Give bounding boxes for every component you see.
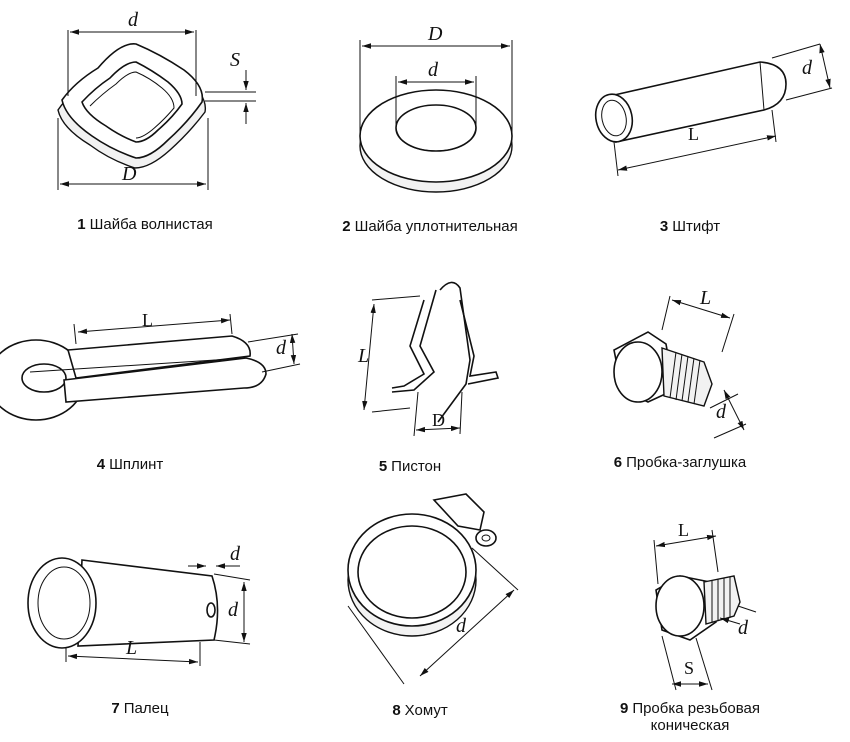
caption-number: 5	[378, 458, 388, 475]
sealing-washer-drawing: D d	[359, 23, 513, 193]
cotter-pin-drawing: L d	[0, 310, 301, 421]
dim-L-label: L	[125, 637, 137, 659]
caption-label: Пробка-заглушка	[626, 454, 747, 471]
caption-number: 8	[392, 702, 401, 719]
caption-label: Пробка резьбовая	[632, 700, 761, 717]
dim-D-label: D	[427, 23, 443, 45]
piston-clip-drawing: L D	[357, 281, 500, 437]
caption-label: Шайба волнистая	[89, 216, 213, 233]
caption-number: 4	[96, 456, 106, 473]
caption-number: 2	[342, 218, 351, 235]
dim-D-label: D	[432, 410, 445, 430]
caption-label: Шплинт	[109, 456, 164, 473]
caption-label: Хомут	[404, 702, 448, 719]
caption-number: 6	[613, 454, 623, 471]
plug-bolt-drawing: L d	[613, 287, 747, 439]
dim-d-label: d	[456, 615, 467, 637]
dim-D-label: D	[121, 163, 137, 185]
dim-d-label: d	[276, 337, 287, 359]
caption-label: Пистон	[391, 458, 442, 475]
caption-label: Шайба уплотнительная	[354, 218, 518, 235]
caption-number: 3	[659, 218, 669, 235]
hose-clamp-drawing: d	[347, 493, 519, 685]
dim-S-label: S	[684, 658, 694, 678]
caption-label: Штифт	[672, 218, 721, 235]
caption-number: 9	[619, 700, 629, 717]
dim-L-label: L	[688, 124, 699, 144]
dim-d-label: d	[716, 401, 727, 423]
dim-L-label: L	[699, 287, 711, 309]
dim-d-label: d	[802, 57, 813, 79]
tapered-plug-drawing: L d S	[653, 520, 757, 691]
dim-L-label: L	[142, 310, 153, 330]
dim-L-label: L	[678, 520, 689, 540]
caption-label: Палец	[123, 700, 169, 717]
dim-d-label: d	[738, 617, 749, 639]
dim-L-label: L	[357, 345, 369, 367]
caption-label-line2: коническая	[650, 717, 730, 734]
dim-d-label: d	[128, 9, 139, 31]
dim-d-label: d	[428, 59, 439, 81]
dim-d-label: d	[228, 599, 239, 621]
caption-number: 7	[111, 700, 120, 717]
dim-d-small-label: d	[230, 543, 241, 565]
wave-washer-drawing: d D S	[57, 9, 256, 190]
dim-S-label: S	[230, 49, 240, 71]
clevis-pin-drawing: d d L	[27, 543, 251, 666]
pin-drawing: d L	[594, 43, 833, 177]
caption-number: 1	[77, 216, 86, 233]
